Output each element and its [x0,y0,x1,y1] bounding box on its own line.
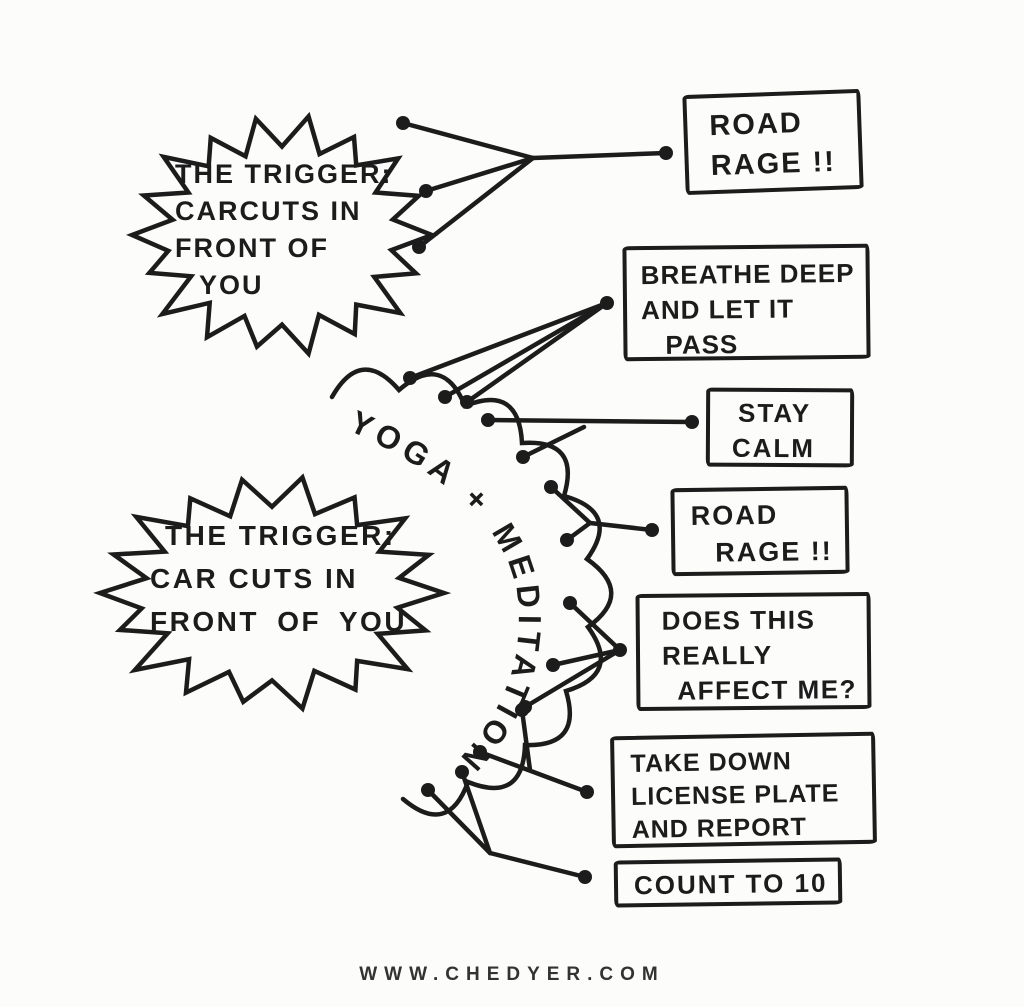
connector-dot [516,450,530,464]
bubble-line: THE TRIGGER: [165,520,396,551]
bubble-line: THE TRIGGER: [175,159,393,189]
connector-dot [473,745,487,759]
connector-dot [419,184,433,198]
connector-line [587,520,655,533]
connector-line [530,150,669,161]
box-line: AND LET IT [640,293,795,326]
connector-dot [421,783,435,797]
bubble-line: YOU [199,270,264,300]
box-line: PASS [665,329,739,360]
connector-dot [412,240,426,254]
connector-dot [685,415,699,429]
connector-does-this [518,596,627,714]
trigger-bubble-top: THE TRIGGER: CARCUTS IN FRONT OF YOU [175,156,393,304]
connector-dot [544,480,558,494]
connector-dot [403,371,417,385]
connector-dot [460,395,474,409]
box-line: LICENSE PLATE [630,779,840,811]
bubble-line: FRONT OF [175,233,329,263]
outcome-box-road-rage-top: ROAD RAGE !! [682,88,864,196]
box-line: ROAD [708,106,804,143]
connector-dot [563,596,577,610]
connector-road-rage-mid [544,480,659,547]
bubble-line: CAR CUTS IN [150,563,358,594]
connector-line [485,417,695,425]
connector-line [407,300,610,381]
connector-line [522,647,623,710]
yoga-cloud-arc [329,367,614,817]
connector-dot [600,296,614,310]
connector-dot [613,643,627,657]
outcome-box-breathe-deep: BREATHE DEEP AND LET IT PASS [622,243,871,362]
connector-line [567,600,623,653]
connector-dot [578,870,592,884]
box-line: COUNT TO 10 [633,867,828,901]
box-line: RAGE !! [710,145,837,183]
box-line: BREATHE DEEP [640,257,855,291]
connector-line [425,787,493,856]
box-line: CALM [731,432,816,464]
website-url: WWW.CHEDYER.COM [359,964,665,985]
outcome-box-does-this: DOES THIS REALLY AFFECT ME? [635,591,872,712]
connector-line [477,749,590,795]
connector-line [423,155,536,194]
connector-dot [438,390,452,404]
connector-line [416,155,536,250]
box-line: STAY [737,397,812,429]
connector-dot [560,533,574,547]
connector-dot [659,146,673,160]
outcome-box-road-rage-mid: ROAD RAGE !! [670,485,850,577]
connector-breathe-deep [403,296,614,409]
connector-count-to-10 [421,765,592,884]
box-line: TAKE DOWN [630,747,793,778]
connector-line [520,424,587,460]
connector-line [442,300,610,400]
connector-line [464,300,610,405]
bubble-line: CARCUTS IN [175,196,362,226]
connector-line [487,850,588,880]
connector-dot [396,116,410,130]
box-line: DOES THIS [661,604,816,636]
box-line: ROAD [690,499,779,531]
connector-dot [455,765,469,779]
outcome-box-stay-calm: STAY CALM [705,387,855,468]
bubble-line: FRONT OF YOU [150,606,408,637]
connector-line [459,769,493,856]
outcome-box-count-to-10: COUNT TO 10 [613,857,843,908]
connector-top-road-rage [396,116,673,254]
box-line: RAGE !! [715,535,833,568]
connector-take-down [473,703,594,799]
connector-dot [645,523,659,537]
connector-stay-calm [481,413,699,464]
connector-line [548,484,593,526]
box-line: REALLY [661,639,773,671]
connector-dot [580,785,594,799]
connector-line [519,707,533,773]
trigger-bubble-bottom: THE TRIGGER: CAR CUTS IN FRONT OF YOU [150,514,407,643]
box-line: AFFECT ME? [677,674,858,706]
connector-line [400,120,536,161]
connector-line [550,647,623,668]
outcome-box-take-down: TAKE DOWN LICENSE PLATE AND REPORT [610,731,877,849]
connector-dot [546,658,560,672]
connector-dot [515,703,529,717]
box-line: AND REPORT [631,812,808,844]
connector-dot [481,413,495,427]
